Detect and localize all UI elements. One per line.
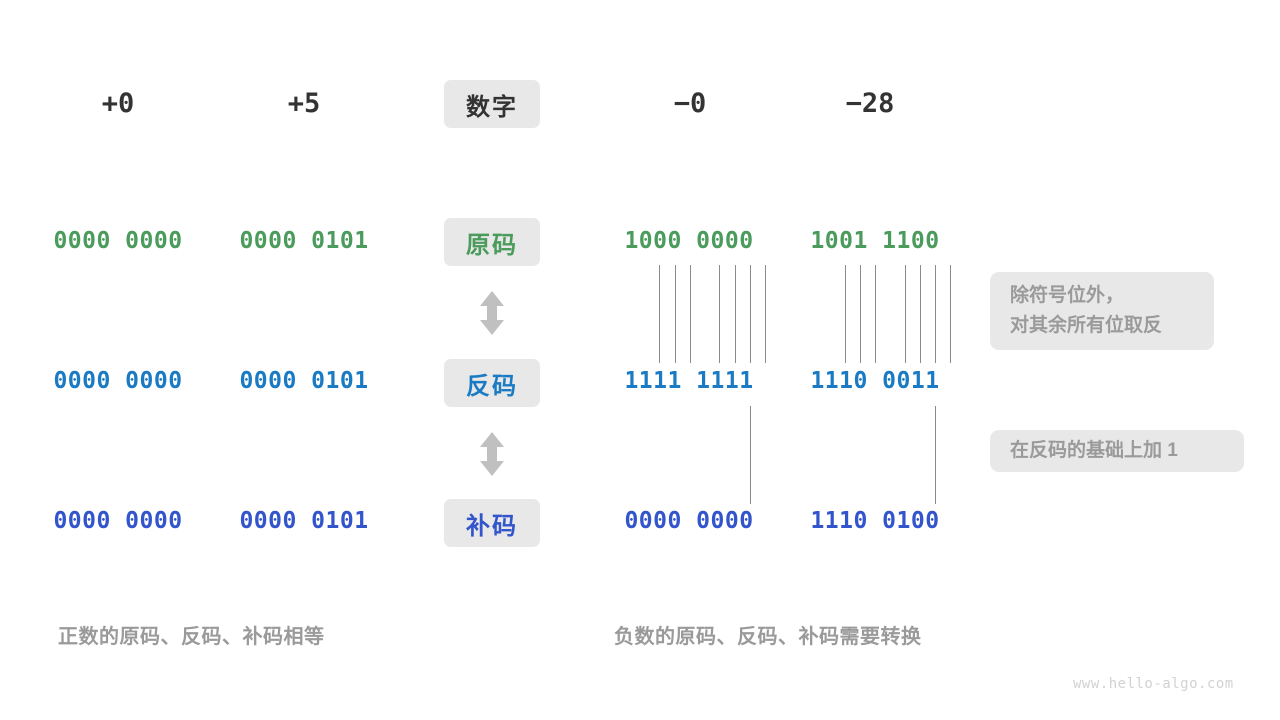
connector-invert-minus-28-bit3 bbox=[860, 265, 861, 363]
header-plus-five: +5 bbox=[287, 88, 321, 119]
connector-invert-minus-28-bit7 bbox=[935, 265, 936, 363]
cell-ones-complement-minus-zero: 1111 1111 bbox=[624, 368, 754, 394]
cell-twos-complement-minus-zero: 0000 0000 bbox=[624, 508, 754, 534]
up-down-arrow-icon-top bbox=[480, 291, 504, 335]
connector-invert-minus-zero-bit2 bbox=[659, 265, 660, 363]
up-down-arrow-icon-bottom bbox=[480, 432, 504, 476]
caption-positive: 正数的原码、反码、补码相等 bbox=[58, 626, 325, 648]
caption-negative: 负数的原码、反码、补码需要转换 bbox=[614, 626, 922, 648]
connector-invert-minus-28-bit5 bbox=[905, 265, 906, 363]
cell-ones-complement-minus-twenty-eight: 1110 0011 bbox=[810, 368, 940, 394]
cell-ones-complement-plus-five: 0000 0101 bbox=[239, 368, 369, 394]
row-chip-twos-complement: 补码 bbox=[444, 499, 540, 547]
connector-invert-minus-28-bit2 bbox=[845, 265, 846, 363]
header-minus-twenty-eight: −28 bbox=[845, 88, 895, 119]
note-add-one: 在反码的基础上加 1 bbox=[990, 430, 1244, 472]
connector-invert-minus-zero-bit4 bbox=[690, 265, 691, 363]
cell-twos-complement-plus-five: 0000 0101 bbox=[239, 508, 369, 534]
header-plus-zero: +0 bbox=[101, 88, 135, 119]
cell-sign-magnitude-minus-twenty-eight: 1001 1100 bbox=[810, 228, 940, 254]
watermark: www.hello-algo.com bbox=[1073, 676, 1234, 692]
note-add-one-text: 在反码的基础上加 1 bbox=[1010, 440, 1178, 461]
note-invert-bits-line2: 对其余所有位取反 bbox=[1010, 315, 1163, 336]
connector-invert-minus-zero-bit3 bbox=[675, 265, 676, 363]
note-invert-bits-line1: 除符号位外， bbox=[1010, 285, 1125, 306]
cell-sign-magnitude-minus-zero: 1000 0000 bbox=[624, 228, 754, 254]
header-minus-zero: −0 bbox=[673, 88, 707, 119]
connector-addone-minus-28-lsb bbox=[935, 406, 936, 504]
connector-invert-minus-zero-bit7 bbox=[750, 265, 751, 363]
connector-invert-minus-zero-bit5 bbox=[719, 265, 720, 363]
connector-invert-minus-28-bit6 bbox=[920, 265, 921, 363]
connector-addone-minus-zero-lsb bbox=[750, 406, 751, 504]
cell-twos-complement-plus-zero: 0000 0000 bbox=[53, 508, 183, 534]
connector-invert-minus-28-bit4 bbox=[875, 265, 876, 363]
note-invert-bits: 除符号位外， 对其余所有位取反 bbox=[990, 272, 1214, 350]
cell-sign-magnitude-plus-zero: 0000 0000 bbox=[53, 228, 183, 254]
row-chip-ones-complement: 反码 bbox=[444, 359, 540, 407]
row-chip-sign-magnitude: 原码 bbox=[444, 218, 540, 266]
cell-twos-complement-minus-twenty-eight: 1110 0100 bbox=[810, 508, 940, 534]
connector-invert-minus-zero-bit8 bbox=[765, 265, 766, 363]
cell-ones-complement-plus-zero: 0000 0000 bbox=[53, 368, 183, 394]
header-chip-number: 数字 bbox=[444, 80, 540, 128]
connector-invert-minus-28-bit8 bbox=[950, 265, 951, 363]
connector-invert-minus-zero-bit6 bbox=[735, 265, 736, 363]
cell-sign-magnitude-plus-five: 0000 0101 bbox=[239, 228, 369, 254]
